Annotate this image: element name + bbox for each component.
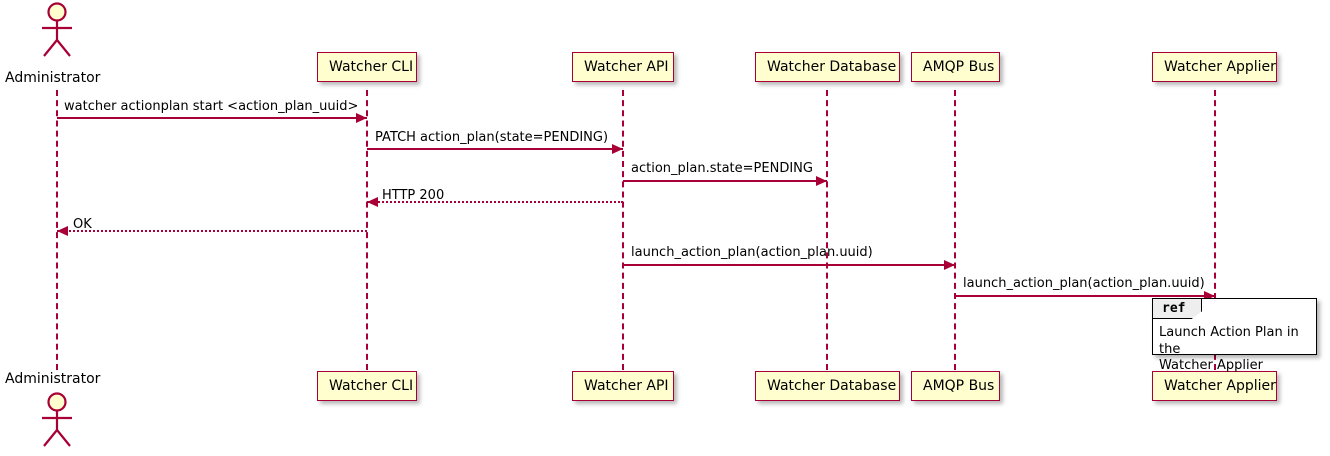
message-arrowhead-m2 (612, 144, 623, 154)
actor-administrator-bottom (35, 392, 79, 452)
lifeline-amqp-bus (954, 90, 956, 370)
participant-watcher-cli-top[interactable]: Watcher CLI (317, 52, 417, 82)
message-arrowhead-m5 (57, 226, 68, 236)
participant-watcher-database-top[interactable]: Watcher Database (755, 52, 900, 82)
participant-watcher-api-top[interactable]: Watcher API (572, 52, 674, 82)
message-label-m3: action_plan.state=PENDING (631, 161, 813, 176)
message-line-m7 (955, 295, 1215, 297)
lifeline-watcher-database (826, 90, 828, 370)
participant-amqp-bus-top[interactable]: AMQP Bus (911, 52, 1000, 82)
participant-watcher-cli-bottom[interactable]: Watcher CLI (317, 371, 417, 401)
message-label-m5: OK (73, 217, 92, 232)
message-line-m3 (623, 180, 827, 182)
participant-watcher-database-bottom[interactable]: Watcher Database (755, 371, 900, 401)
message-line-m2 (367, 148, 623, 150)
message-line-m6 (623, 264, 955, 266)
message-arrowhead-m6 (944, 260, 955, 270)
participant-watcher-applier-top[interactable]: Watcher Applier (1152, 52, 1277, 82)
message-label-m2: PATCH action_plan(state=PENDING) (375, 130, 609, 145)
lifeline-watcher-api (622, 90, 624, 370)
actor-administrator-top (35, 2, 79, 62)
message-label-m4: HTTP 200 (382, 188, 445, 203)
participant-watcher-applier-bottom[interactable]: Watcher Applier (1152, 371, 1277, 401)
message-arrowhead-m3 (816, 176, 827, 186)
message-line-m1 (57, 117, 367, 119)
message-label-m6: launch_action_plan(action_plan.uuid) (631, 245, 873, 260)
message-line-m4 (367, 201, 623, 203)
ref-body-text: Launch Action Plan in the Watcher Applie… (1159, 325, 1299, 374)
actor-label-administrator-top: Administrator (5, 70, 101, 86)
message-label-m7: launch_action_plan(action_plan.uuid) (963, 276, 1205, 291)
actor-label-administrator-bottom: Administrator (5, 371, 101, 387)
message-line-m5 (57, 230, 367, 232)
ref-tab-label: ref (1153, 299, 1203, 319)
message-arrowhead-m4 (367, 197, 378, 207)
participant-watcher-api-bottom[interactable]: Watcher API (572, 371, 674, 401)
participant-amqp-bus-bottom[interactable]: AMQP Bus (911, 371, 1000, 401)
lifeline-watcher-cli (366, 90, 368, 370)
message-label-m1: watcher actionplan start <action_plan_uu… (64, 99, 359, 114)
message-arrowhead-m1 (356, 113, 367, 123)
message-arrowhead-m7 (1204, 291, 1215, 301)
lifeline-watcher-applier (1214, 90, 1216, 370)
